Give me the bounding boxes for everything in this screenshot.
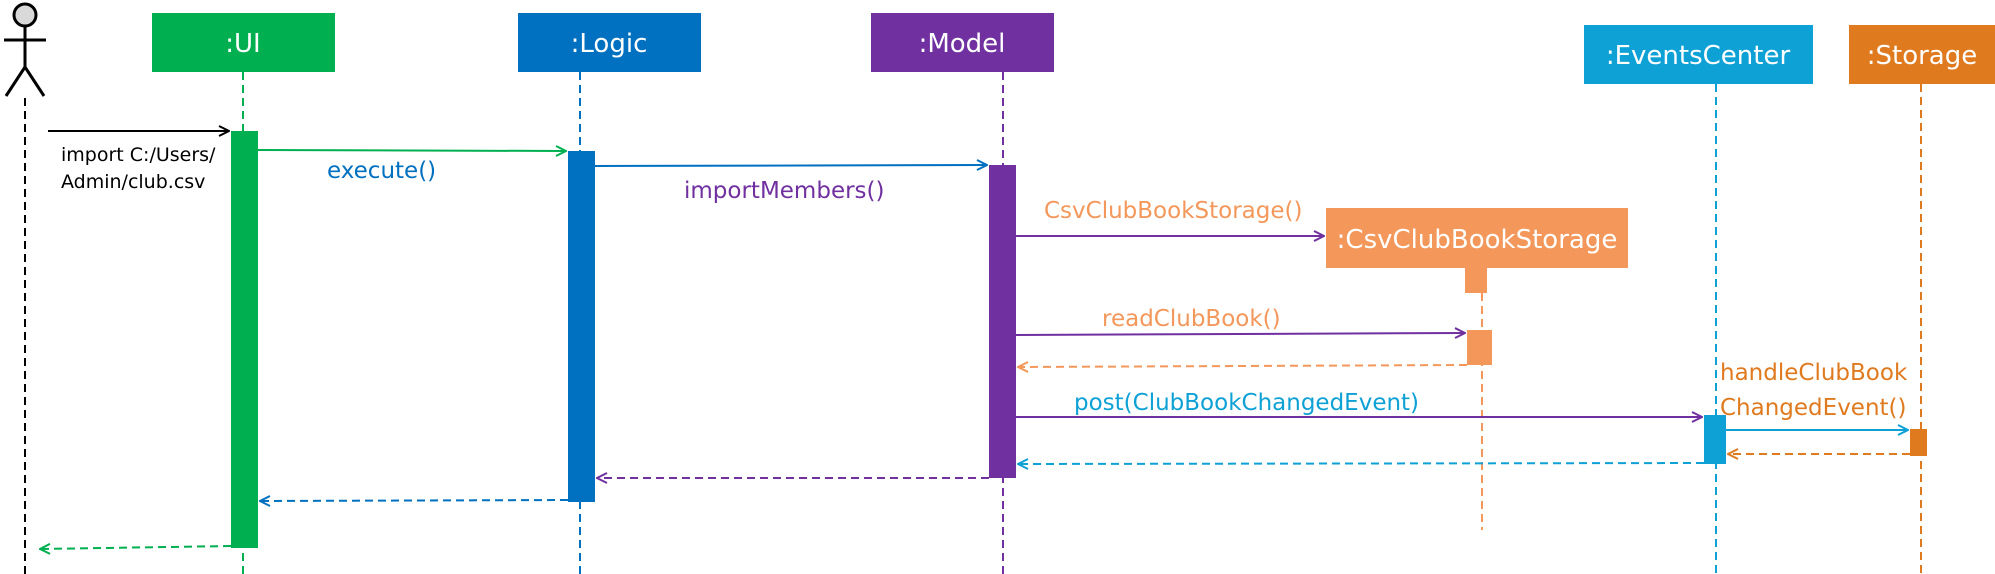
lifeline-model: :Model [871,13,1054,574]
lifeline-csv-label: :CsvClubBookStorage [1337,225,1618,255]
lifeline-csv: :CsvClubBookStorage [1326,208,1628,530]
message-import-return [40,546,232,549]
message-import-text-2: Admin/club.csv [61,171,205,193]
lifeline-events-label: :EventsCenter [1606,41,1791,71]
message-execute-label: execute() [327,158,436,184]
activation-logic [568,151,595,502]
message-import-members-arrow [594,165,987,166]
activation-csv-constructor [1465,268,1487,293]
message-handle-label-1: handleClubBook [1720,360,1908,386]
lifeline-ui-box [152,13,335,72]
message-post-return [1018,463,1705,464]
message-execute-return [260,500,569,501]
message-import-members-label: importMembers() [684,178,884,204]
lifeline-model-label: :Model [919,29,1006,59]
activation-events [1704,415,1726,464]
lifeline-storage-label: :Storage [1867,41,1978,71]
message-execute-arrow [257,150,566,151]
lifeline-ui-label: :UI [225,29,260,59]
message-read-club-book-label: readClubBook() [1102,306,1281,332]
lifeline-events-box [1584,25,1813,84]
message-handle-label-2: ChangedEvent() [1720,395,1907,421]
stick-figure-icon [4,2,46,97]
lifeline-model-box [871,13,1054,72]
lifeline-storage-box [1849,25,1995,84]
lifeline-events: :EventsCenter [1584,25,1813,574]
message-import-text-1: import C:/Users/ [61,144,216,166]
activation-storage [1910,429,1927,456]
activation-csv-read [1467,330,1492,365]
message-csv-constructor-label: CsvClubBookStorage() [1044,198,1302,224]
lifeline-logic-box [518,13,701,72]
activation-model [989,165,1016,478]
activation-ui [231,131,258,548]
lifeline-csv-box [1326,208,1628,268]
message-read-club-book-return [1018,365,1468,367]
lifeline-logic: :Logic [518,13,701,574]
message-post-label: post(ClubBookChangedEvent) [1074,390,1419,416]
lifeline-logic-label: :Logic [571,29,648,59]
message-read-club-book-arrow [1015,333,1465,335]
lifeline-storage: :Storage [1849,25,1995,574]
